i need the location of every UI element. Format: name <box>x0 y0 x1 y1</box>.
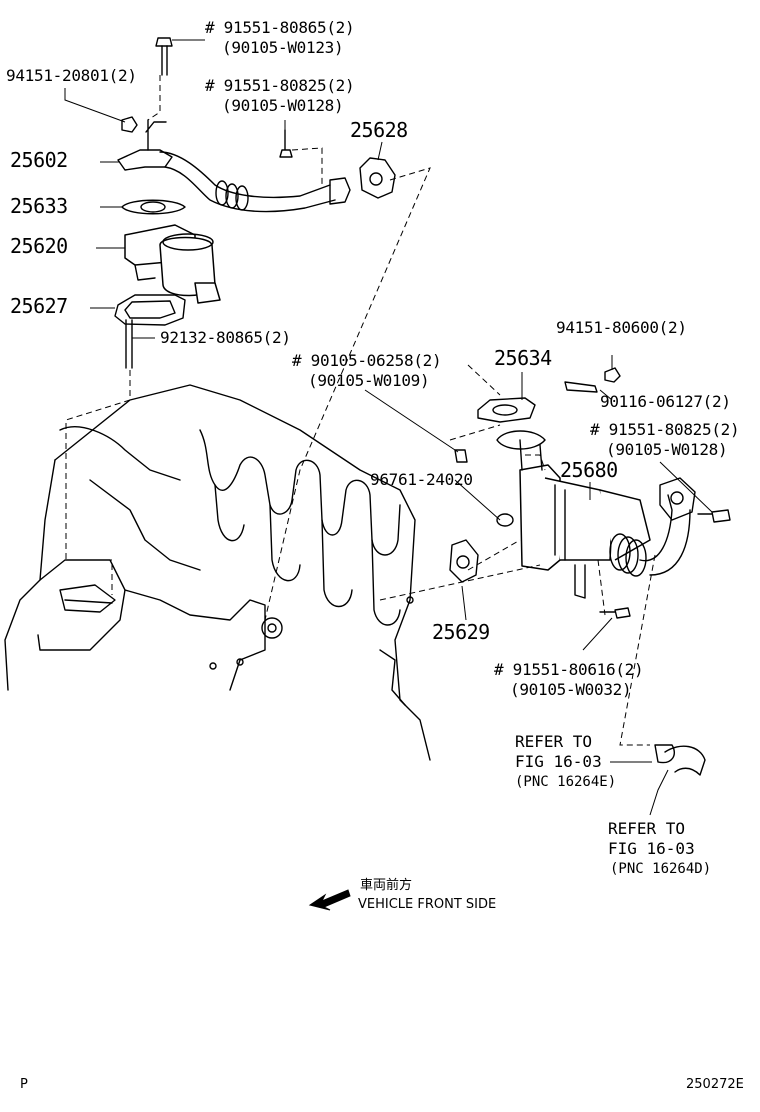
figure-code-label: 250272E <box>686 1077 744 1092</box>
part-label-25629: 25629 <box>432 620 490 644</box>
code-label-90105-w0123: (90105-W0123) <box>222 38 344 57</box>
part-label-25680: 25680 <box>560 458 618 482</box>
refer-fig-label-1: FIG 16-03 <box>515 752 602 771</box>
refer-to-label-2: REFER TO <box>608 819 686 838</box>
part-label-25634: 25634 <box>494 346 552 370</box>
part-label-25602: 25602 <box>10 148 68 172</box>
code-label-94151-20801: 94151-20801(2) <box>6 66 137 85</box>
leader-lines <box>64 88 713 816</box>
code-label-91551-80616: # 91551-80616(2) <box>494 660 644 679</box>
code-label-90105-06258: # 90105-06258(2) <box>292 351 442 370</box>
refer-pnc-label-1: (PNC 16264E) <box>515 774 617 790</box>
code-label-92132-80865: 92132-80865(2) <box>160 328 291 347</box>
code-label-90105-w0128-lower: (90105-W0128) <box>606 440 728 459</box>
code-label-91551-80825-lower: # 91551-80825(2) <box>590 420 740 439</box>
egr-cooler-drawing <box>449 367 731 776</box>
footer-left-label: P <box>20 1077 28 1092</box>
refer-fig-label-2: FIG 16-03 <box>608 839 695 858</box>
code-label-96761-24020: 96761-24020 <box>370 470 473 489</box>
part-label-25627: 25627 <box>10 294 68 318</box>
part-label-25628: 25628 <box>350 118 408 142</box>
vehicle-front-side-label: VEHICLE FRONT SIDE <box>358 897 497 912</box>
code-label-90105-w0032: (90105-W0032) <box>510 680 632 699</box>
code-label-90105-w0109: (90105-W0109) <box>308 371 430 390</box>
code-label-90105-w0128-upper: (90105-W0128) <box>222 96 344 115</box>
engine-block-drawing <box>4 384 431 761</box>
part-label-25633: 25633 <box>10 194 68 218</box>
refer-to-label-1: REFER TO <box>515 732 593 751</box>
part-label-25620: 25620 <box>10 234 68 258</box>
refer-pnc-label-2: (PNC 16264D) <box>610 861 712 877</box>
code-label-94151-80600: 94151-80600(2) <box>556 318 687 337</box>
code-label-91551-80825-upper: # 91551-80825(2) <box>205 76 355 95</box>
egr-valve-assembly-drawing <box>114 37 396 369</box>
vehicle-front-japanese: 車両前方 <box>360 878 413 893</box>
dashed-lines <box>65 75 656 746</box>
arrow-left-icon <box>308 889 351 911</box>
code-label-91551-80865: # 91551-80865(2) <box>205 18 355 37</box>
code-label-90116-06127: 90116-06127(2) <box>600 392 731 411</box>
